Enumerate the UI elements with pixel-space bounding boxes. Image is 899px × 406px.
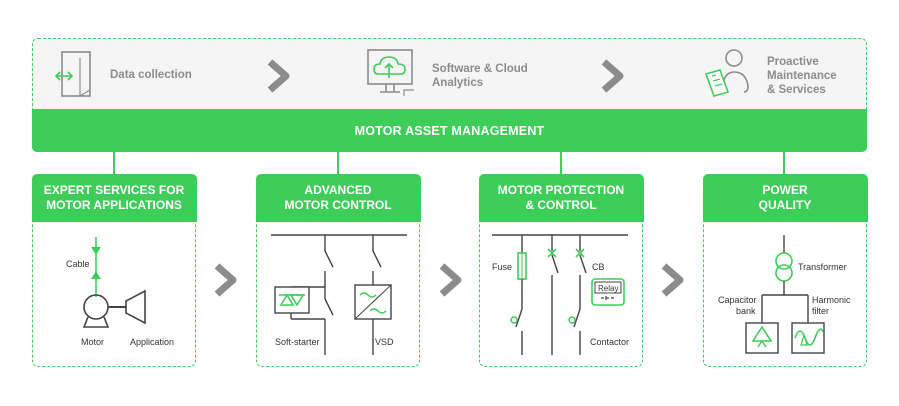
vsd-label: VSD	[375, 337, 394, 347]
cable-label: Cable	[66, 259, 90, 269]
harmonic-label: filter	[812, 306, 829, 316]
chevron-right-icon	[661, 263, 684, 297]
connector-line	[783, 152, 785, 174]
motor-control-diagram: Soft-starter VSD	[271, 234, 407, 355]
connector-line	[113, 152, 115, 174]
cb-label: CB	[592, 262, 605, 272]
power-quality-diagram: Transformer Capacitor bank Harmonic filt…	[718, 235, 851, 354]
card-title: MOTOR PROTECTION& CONTROL	[478, 173, 644, 222]
card-motor-protection: MOTOR PROTECTION& CONTROL Fuse CB Relay …	[478, 173, 644, 367]
motor-application-diagram: Cable Motor Application	[66, 237, 174, 347]
application-label: Application	[130, 337, 174, 347]
chevron-right-icon	[267, 59, 290, 93]
connector-line	[337, 152, 339, 174]
data-collection-icon	[54, 51, 91, 98]
capacitor-label: bank	[736, 306, 756, 316]
harmonic-label: Harmonic	[812, 295, 851, 305]
contactor-label: Contactor	[590, 337, 629, 347]
relay-label: Relay	[598, 284, 618, 293]
chevron-right-icon	[214, 263, 237, 297]
motor-label: Motor	[81, 337, 104, 347]
data-collection-label: Data collection	[110, 69, 192, 81]
proactive-maintenance-label: Proactive Maintenance & Services	[767, 56, 837, 96]
chevron-right-icon	[439, 263, 462, 297]
motor-asset-management-banner: MOTOR ASSET MANAGEMENT	[32, 109, 867, 152]
cloud-monitor-icon	[367, 49, 414, 96]
transformer-label: Transformer	[798, 262, 847, 272]
fuse-label: Fuse	[492, 262, 512, 272]
clipboard-person-icon	[704, 49, 749, 97]
software-cloud-label: Software & Cloud Analytics	[432, 63, 528, 89]
soft-starter-label: Soft-starter	[275, 337, 320, 347]
capacitor-label: Capacitor	[718, 295, 757, 305]
connector-line	[560, 152, 562, 174]
protection-diagram: Fuse CB Relay Contactor	[492, 234, 629, 355]
chevron-right-icon	[601, 59, 624, 93]
